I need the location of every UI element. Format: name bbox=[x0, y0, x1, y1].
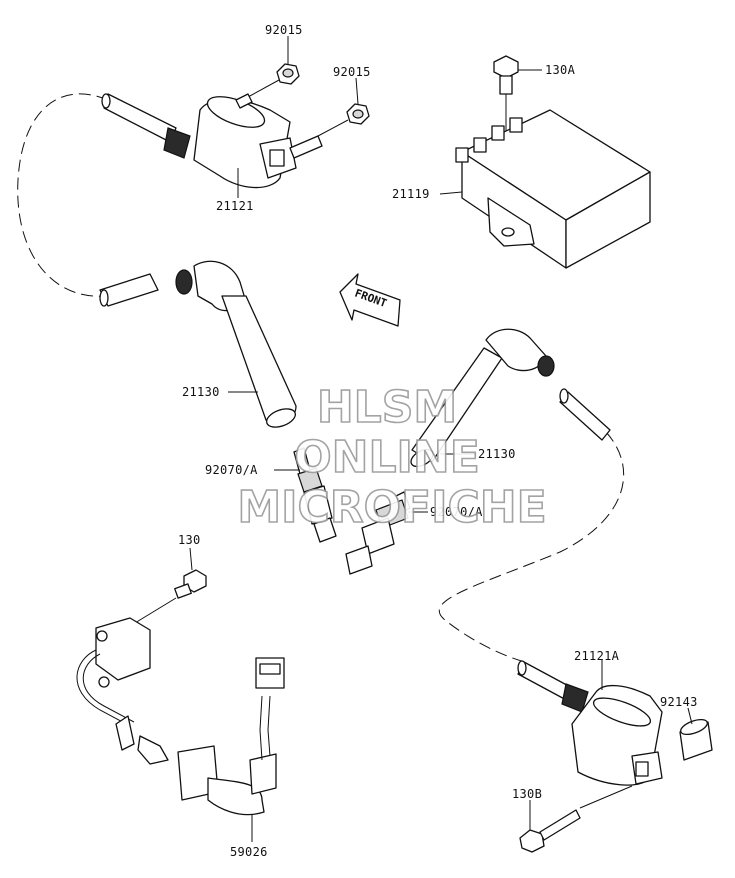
label-92015-a: 92015 bbox=[265, 23, 303, 37]
label-130B: 130B bbox=[512, 787, 542, 801]
bolt-130 bbox=[129, 547, 207, 627]
label-21119: 21119 bbox=[392, 187, 430, 201]
label-21121: 21121 bbox=[216, 199, 254, 213]
label-59026: 59026 bbox=[230, 845, 268, 859]
spark-plug-92070A-right bbox=[345, 491, 428, 575]
label-92015-b: 92015 bbox=[333, 65, 371, 79]
pickup-harness-59026 bbox=[76, 617, 285, 842]
label-92070A-right: 92070/A bbox=[430, 505, 483, 519]
nut-92015-a bbox=[247, 36, 300, 98]
front-direction-arrow: FRONT bbox=[339, 273, 401, 327]
left-dashed-wire bbox=[17, 93, 109, 297]
igniter-box-21119 bbox=[439, 109, 651, 269]
watermark-line-2: ONLINE bbox=[294, 432, 480, 483]
label-130A: 130A bbox=[545, 63, 576, 77]
plug-cap-21130-right bbox=[410, 328, 611, 468]
bolt-130B bbox=[519, 785, 633, 853]
ignition-coil-21121 bbox=[101, 93, 323, 198]
label-21121A: 21121A bbox=[574, 649, 620, 663]
spacer-92143 bbox=[679, 707, 713, 761]
right-dashed-wire bbox=[438, 431, 625, 663]
label-92070A-left: 92070/A bbox=[205, 463, 258, 477]
label-130: 130 bbox=[178, 533, 201, 547]
watermark-line-3: MICROFICHE bbox=[237, 482, 546, 533]
spark-plug-92070A-left bbox=[274, 447, 337, 543]
label-92143: 92143 bbox=[660, 695, 698, 709]
watermark-line-1: HLSM bbox=[317, 382, 457, 433]
label-21130-right: 21130 bbox=[478, 447, 516, 461]
plug-cap-21130-left bbox=[99, 260, 297, 428]
label-21130-left: 21130 bbox=[182, 385, 220, 399]
nut-92015-b bbox=[317, 77, 370, 137]
watermark: HLSM ONLINE MICROFICHE bbox=[237, 381, 548, 534]
ignition-coil-21121A bbox=[517, 660, 663, 786]
